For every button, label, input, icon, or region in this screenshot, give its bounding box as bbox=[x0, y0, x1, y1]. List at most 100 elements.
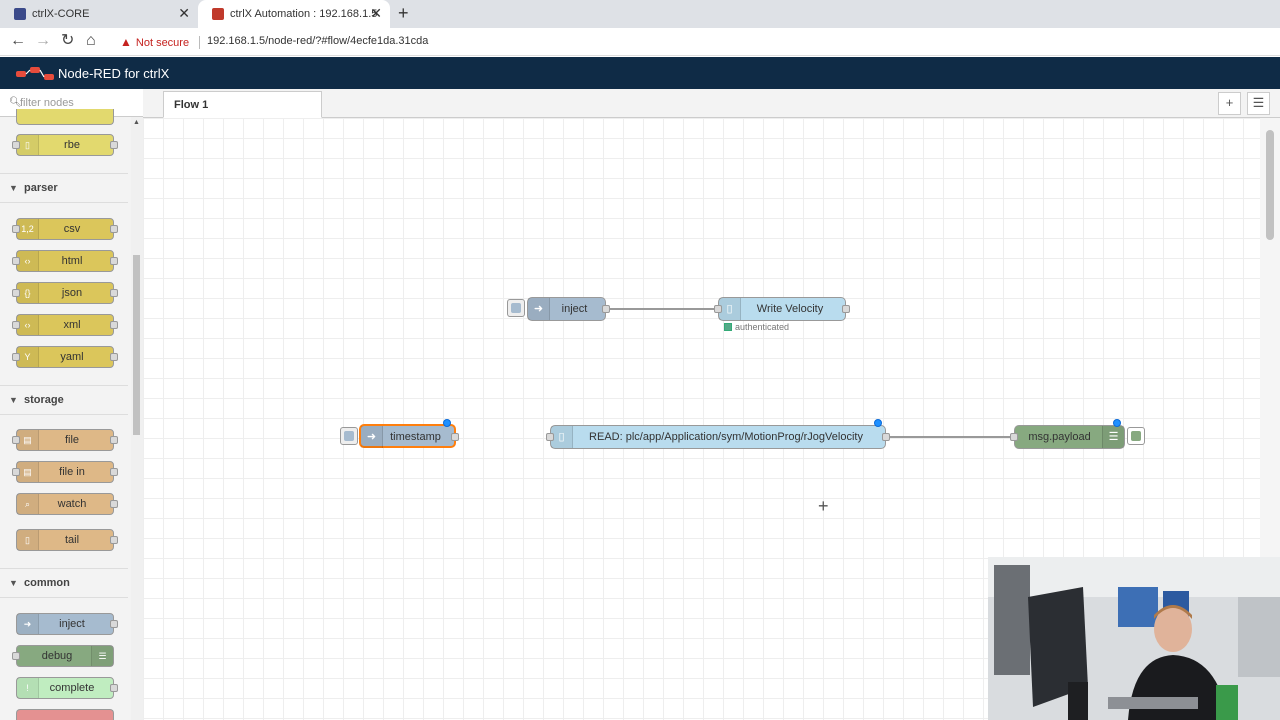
close-tab-icon[interactable]: ✕ bbox=[178, 5, 190, 21]
output-port[interactable] bbox=[110, 620, 118, 628]
scrollbar-thumb[interactable] bbox=[133, 255, 140, 435]
changed-indicator bbox=[874, 419, 882, 427]
palette-scrollbar[interactable]: ▲ bbox=[131, 117, 143, 720]
output-port[interactable] bbox=[110, 536, 118, 544]
inject-button-fill bbox=[344, 431, 354, 441]
palette-node-csv[interactable]: 1,2 csv bbox=[12, 218, 118, 240]
changed-indicator bbox=[1113, 419, 1121, 427]
palette-node-file-in[interactable]: ▤ file in bbox=[12, 461, 118, 483]
browser-tab-ctrlx-core[interactable]: ctrlX-CORE ✕ bbox=[0, 0, 198, 28]
input-port[interactable] bbox=[12, 141, 20, 149]
chevron-down-icon: ▼ bbox=[9, 395, 18, 405]
output-port[interactable] bbox=[110, 353, 118, 361]
file-icon: ▤ bbox=[17, 430, 39, 450]
divider bbox=[199, 36, 200, 49]
palette-node-json[interactable]: {} json bbox=[12, 282, 118, 304]
arrow-right-icon: ➜ bbox=[17, 614, 39, 634]
flow-node-timestamp[interactable]: ➜ timestamp bbox=[359, 424, 459, 448]
palette-node-html[interactable]: ‹› html bbox=[12, 250, 118, 272]
forward-arrow-icon[interactable]: → bbox=[35, 32, 51, 49]
category-parser[interactable]: ▼ parser bbox=[0, 173, 128, 203]
flow-node-read[interactable]: ▯ READ: plc/app/Application/sym/MotionPr… bbox=[546, 425, 890, 449]
home-icon[interactable]: ⌂ bbox=[86, 32, 96, 49]
input-port[interactable] bbox=[1010, 433, 1018, 441]
debug-toggle-button[interactable] bbox=[1127, 427, 1145, 445]
list-icon: ☰ bbox=[91, 646, 113, 666]
back-arrow-icon[interactable]: ← bbox=[10, 32, 26, 49]
palette-node-inject[interactable]: ➜ inject bbox=[16, 613, 118, 635]
output-port[interactable] bbox=[110, 468, 118, 476]
input-port[interactable] bbox=[12, 353, 20, 361]
webcam-overlay bbox=[988, 557, 1280, 720]
input-port[interactable] bbox=[546, 433, 554, 441]
palette-node-partial[interactable] bbox=[16, 709, 114, 720]
input-port[interactable] bbox=[12, 257, 20, 265]
input-port[interactable] bbox=[12, 436, 20, 444]
output-port[interactable] bbox=[451, 433, 459, 441]
add-flow-button[interactable]: + bbox=[1218, 92, 1241, 115]
palette-node-complete[interactable]: ! complete bbox=[16, 677, 118, 699]
list-icon: ☰ bbox=[1102, 426, 1124, 448]
webcam-image bbox=[988, 557, 1280, 720]
crosshair-cursor-icon: + bbox=[818, 496, 829, 516]
output-port[interactable] bbox=[110, 257, 118, 265]
palette-node-rbe[interactable]: ▯ rbe bbox=[12, 134, 118, 156]
output-port[interactable] bbox=[602, 305, 610, 313]
file-icon: ▯ bbox=[17, 530, 39, 550]
scrollbar-thumb[interactable] bbox=[1266, 130, 1274, 240]
ctrlx-datalayer-icon: ▯ bbox=[719, 298, 741, 320]
output-port[interactable] bbox=[110, 289, 118, 297]
inject-trigger-button[interactable] bbox=[340, 427, 358, 445]
category-common[interactable]: ▼ common bbox=[0, 568, 128, 598]
category-storage[interactable]: ▼ storage bbox=[0, 385, 128, 415]
flow-node-debug[interactable]: msg.payload ☰ bbox=[1010, 425, 1125, 449]
palette-node-partial[interactable] bbox=[16, 109, 114, 125]
palette-node-debug[interactable]: debug ☰ bbox=[12, 645, 114, 667]
input-port[interactable] bbox=[12, 289, 20, 297]
security-indicator[interactable]: ▲Not secure bbox=[120, 35, 190, 49]
output-port[interactable] bbox=[110, 225, 118, 233]
node-palette: 🔍︎ filter nodes ▯ rbe ▼ parser 1,2 csv ‹… bbox=[0, 89, 143, 720]
node-red-logo-icon bbox=[16, 67, 54, 80]
url-field[interactable]: 192.168.1.5/node-red/?#flow/4ecfe1da.31c… bbox=[207, 35, 429, 47]
browser-tab-ctrlx-automation[interactable]: ctrlX Automation : 192.168.1.5 ✕ bbox=[198, 0, 390, 28]
html-icon: ‹› bbox=[17, 251, 39, 271]
output-port[interactable] bbox=[110, 500, 118, 508]
workspace-tabs: Flow 1 + ☰ bbox=[143, 89, 1280, 118]
input-port[interactable] bbox=[12, 225, 20, 233]
wire[interactable] bbox=[606, 308, 719, 310]
rbe-icon: ▯ bbox=[17, 135, 39, 155]
yaml-icon: Y bbox=[17, 347, 39, 367]
input-port[interactable] bbox=[12, 468, 20, 476]
flow-list-button[interactable]: ☰ bbox=[1247, 92, 1270, 115]
scroll-up-icon[interactable]: ▲ bbox=[133, 119, 140, 126]
palette-node-yaml[interactable]: Y yaml bbox=[12, 346, 118, 368]
search-icon: 🔍︎ bbox=[9, 97, 22, 108]
palette-node-file[interactable]: ▤ file bbox=[12, 429, 118, 451]
flow-node-inject[interactable]: ➜ inject bbox=[527, 297, 610, 321]
reload-icon[interactable]: ↻ bbox=[61, 32, 75, 49]
output-port[interactable] bbox=[110, 141, 118, 149]
tab-flow-1[interactable]: Flow 1 bbox=[163, 91, 322, 118]
output-port[interactable] bbox=[110, 684, 118, 692]
flow-node-write-velocity[interactable]: ▯ Write Velocity bbox=[714, 297, 850, 321]
node-status: authenticated bbox=[724, 322, 789, 332]
input-port[interactable] bbox=[12, 321, 20, 329]
close-tab-icon[interactable]: ✕ bbox=[370, 5, 382, 21]
output-port[interactable] bbox=[110, 321, 118, 329]
output-port[interactable] bbox=[842, 305, 850, 313]
browser-tab-bar: ctrlX-CORE ✕ ctrlX Automation : 192.168.… bbox=[0, 0, 1280, 28]
palette-node-watch[interactable]: ⌕ watch bbox=[16, 493, 118, 515]
inject-trigger-button[interactable] bbox=[507, 299, 525, 317]
plus-icon: + bbox=[1225, 95, 1234, 110]
input-port[interactable] bbox=[12, 652, 20, 660]
palette-node-xml[interactable]: ‹› xml bbox=[12, 314, 118, 336]
exclamation-icon: ! bbox=[17, 678, 39, 698]
input-port[interactable] bbox=[714, 305, 722, 313]
output-port[interactable] bbox=[882, 433, 890, 441]
output-port[interactable] bbox=[110, 436, 118, 444]
new-tab-button[interactable]: + bbox=[398, 3, 409, 23]
filter-nodes-input[interactable]: filter nodes bbox=[20, 97, 74, 109]
wire[interactable] bbox=[886, 436, 1014, 438]
palette-node-tail[interactable]: ▯ tail bbox=[16, 529, 118, 551]
